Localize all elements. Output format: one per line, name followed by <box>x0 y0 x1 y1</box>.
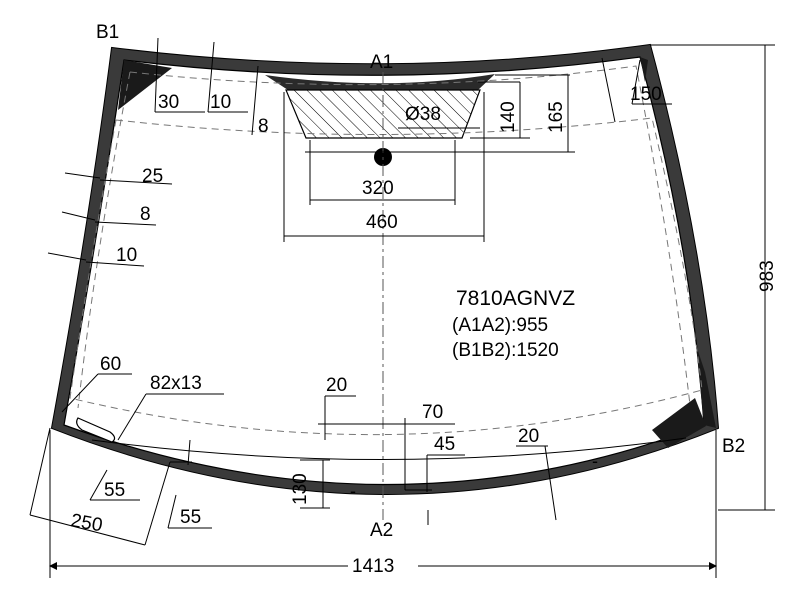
bottom-offset-line <box>91 437 687 461</box>
part-code: 7810AGNVZ <box>456 287 575 310</box>
point-b2: B2 <box>722 436 745 457</box>
dim-left-10: 10 <box>116 245 137 266</box>
top-dashed-offset <box>129 65 691 406</box>
ceramic-frame <box>52 45 718 494</box>
dim-top-140: 140 <box>498 101 519 133</box>
dim-top-10: 10 <box>210 92 231 113</box>
dim-left-8: 8 <box>140 204 151 225</box>
dim-bottom-55a: 55 <box>104 480 125 501</box>
bottom-right-black-wedge <box>652 398 706 448</box>
minus-mark-right: - <box>592 451 598 471</box>
point-a2: A2 <box>370 520 393 541</box>
dim-sensor-diameter: Ø38 <box>405 104 441 125</box>
dim-bottom-70: 70 <box>422 402 443 423</box>
dim-bottom-20b: 20 <box>518 426 539 447</box>
dim-width-320: 320 <box>362 178 394 199</box>
dim-top-165: 165 <box>546 101 567 133</box>
dim-height-983: 983 <box>757 260 778 292</box>
top-right-black-corner <box>640 57 648 82</box>
dim-width-1413: 1413 <box>352 556 394 577</box>
dim-bottom-130: 130 <box>290 473 311 505</box>
b1b2-length: (B1B2):1520 <box>452 340 559 361</box>
dim-width-460: 460 <box>366 212 398 233</box>
dim-left-60: 60 <box>100 354 121 375</box>
dim-left-25: 25 <box>142 166 163 187</box>
a1a2-length: (A1A2):955 <box>452 315 548 336</box>
dim-vin-82x13: 82x13 <box>150 373 202 394</box>
vin-window <box>76 417 116 443</box>
dim-bottom-20a: 20 <box>326 375 347 396</box>
dim-top-30: 30 <box>158 92 179 113</box>
minus-mark-left: - <box>350 481 356 501</box>
dim-top-150: 150 <box>630 84 662 105</box>
dim-bottom-250: 250 <box>69 510 104 536</box>
sensor-black-band <box>265 74 495 90</box>
bottom-right-black-corner <box>696 345 716 428</box>
dim-top-8: 8 <box>258 116 269 137</box>
point-b1: B1 <box>96 22 119 43</box>
dim-bottom-45: 45 <box>434 434 455 455</box>
point-a1: A1 <box>370 52 393 73</box>
dim-bottom-55b: 55 <box>180 507 201 528</box>
